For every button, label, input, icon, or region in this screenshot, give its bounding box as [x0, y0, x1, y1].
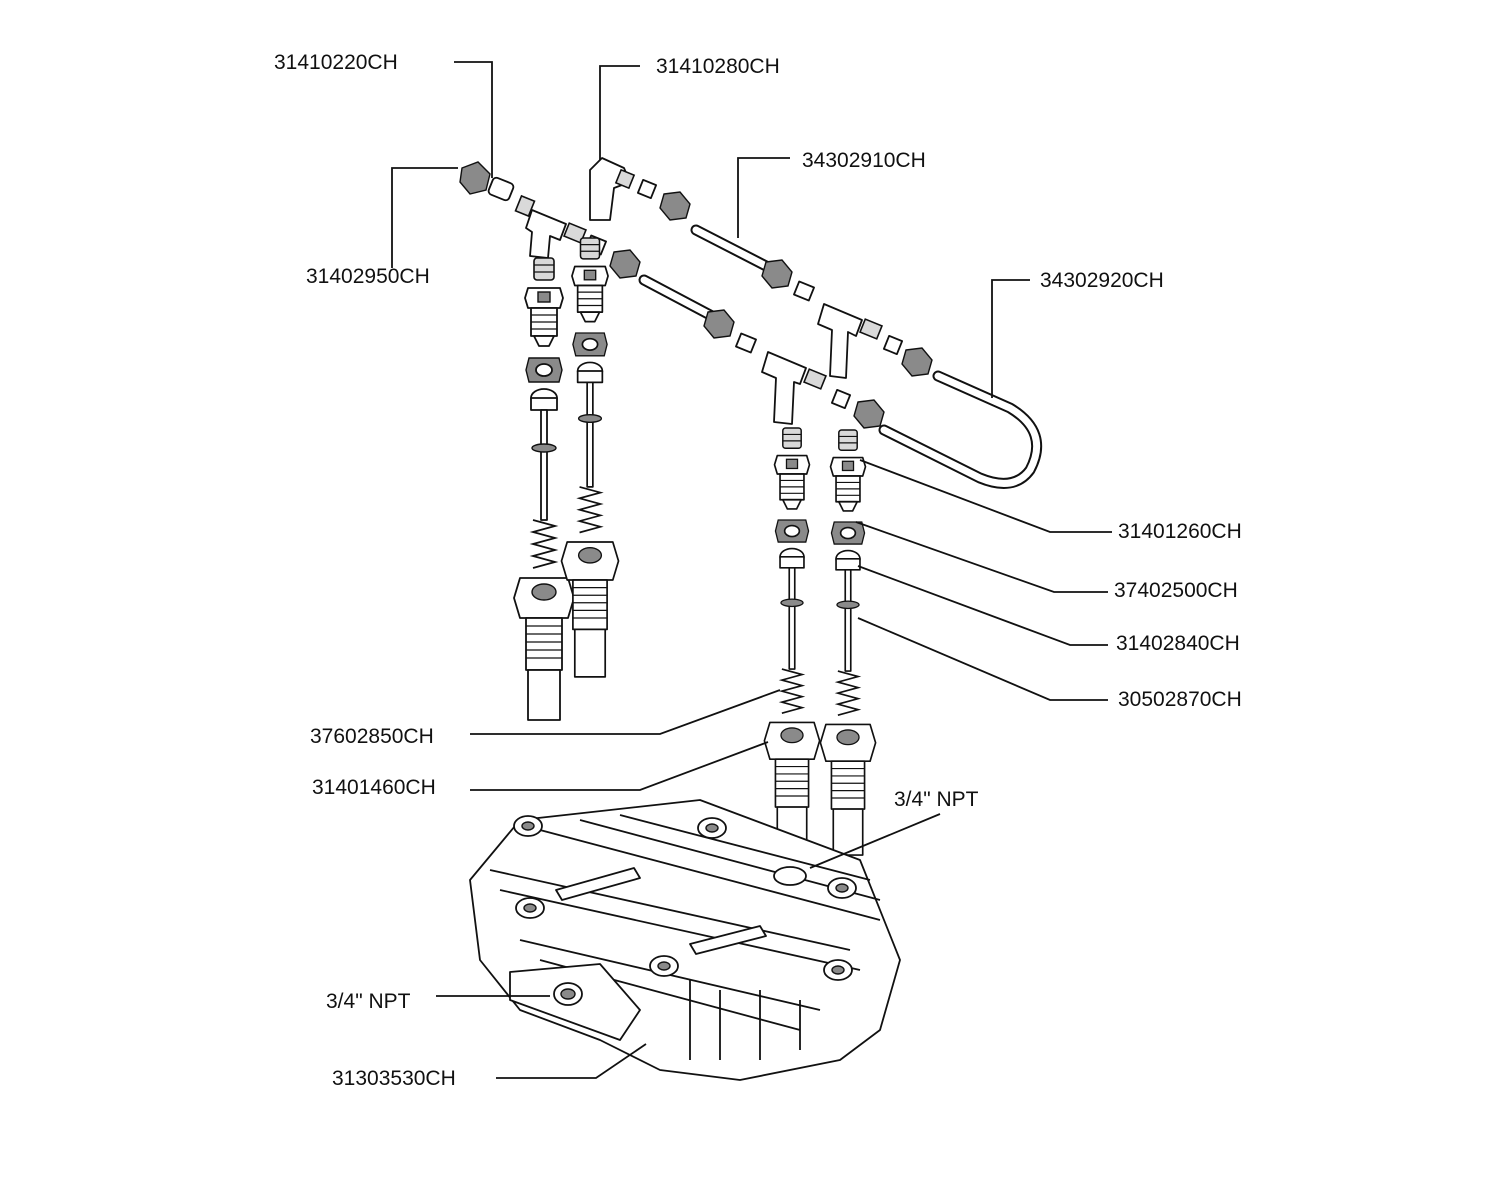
label-30502870: 30502870CH	[1118, 688, 1242, 711]
valve-stack-4	[819, 429, 877, 856]
label-31401460: 31401460CH	[312, 776, 436, 799]
label-37402500: 37402500CH	[1114, 579, 1238, 602]
leader-lines	[391, 61, 1112, 1079]
label-31303530: 31303530CH	[332, 1067, 456, 1090]
valve-stack-1	[513, 257, 575, 721]
label-31401260: 31401260CH	[1118, 520, 1242, 543]
valve-stack-3	[763, 427, 821, 854]
label-37602850: 37602850CH	[310, 725, 434, 748]
cylinder-head	[469, 799, 901, 1081]
label-31410220: 31410220CH	[274, 51, 398, 74]
label-31410280: 31410280CH	[656, 55, 780, 78]
label-npt-left: 3/4" NPT	[326, 990, 411, 1013]
label-34302910: 34302910CH	[802, 149, 926, 172]
label-34302920: 34302920CH	[1040, 269, 1164, 292]
label-31402840: 31402840CH	[1116, 632, 1240, 655]
top-fittings-row	[459, 157, 1043, 489]
label-31402950: 31402950CH	[306, 265, 430, 288]
part-labels: 31410220CH 31410280CH 34302910CH 3140295…	[274, 51, 1242, 1090]
label-npt-right: 3/4" NPT	[894, 788, 979, 811]
